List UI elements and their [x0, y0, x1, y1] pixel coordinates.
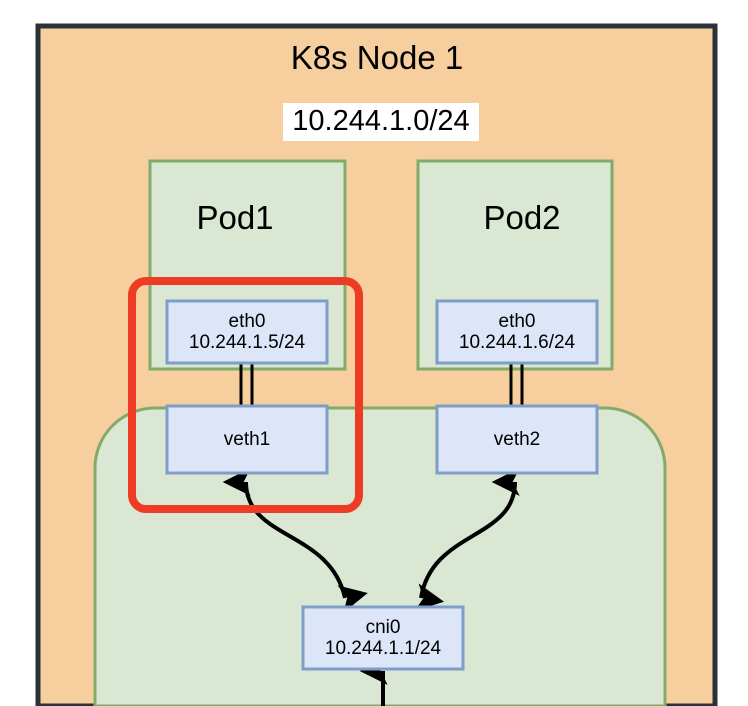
interface-box-veth2 — [435, 404, 599, 475]
interface-box-eth0-pod2 — [435, 299, 599, 365]
veth-pair-line-2 — [509, 363, 524, 406]
veth-pair-line-1 — [239, 363, 254, 406]
interface-box-eth0-pod1 — [165, 299, 329, 365]
arrow-veth2-cni0 — [414, 468, 520, 612]
arrow-veth1-cni0 — [222, 467, 368, 613]
interface-box-veth1 — [165, 404, 329, 475]
veth-pair-highlight — [128, 277, 363, 513]
interface-box-cni0 — [301, 605, 465, 671]
